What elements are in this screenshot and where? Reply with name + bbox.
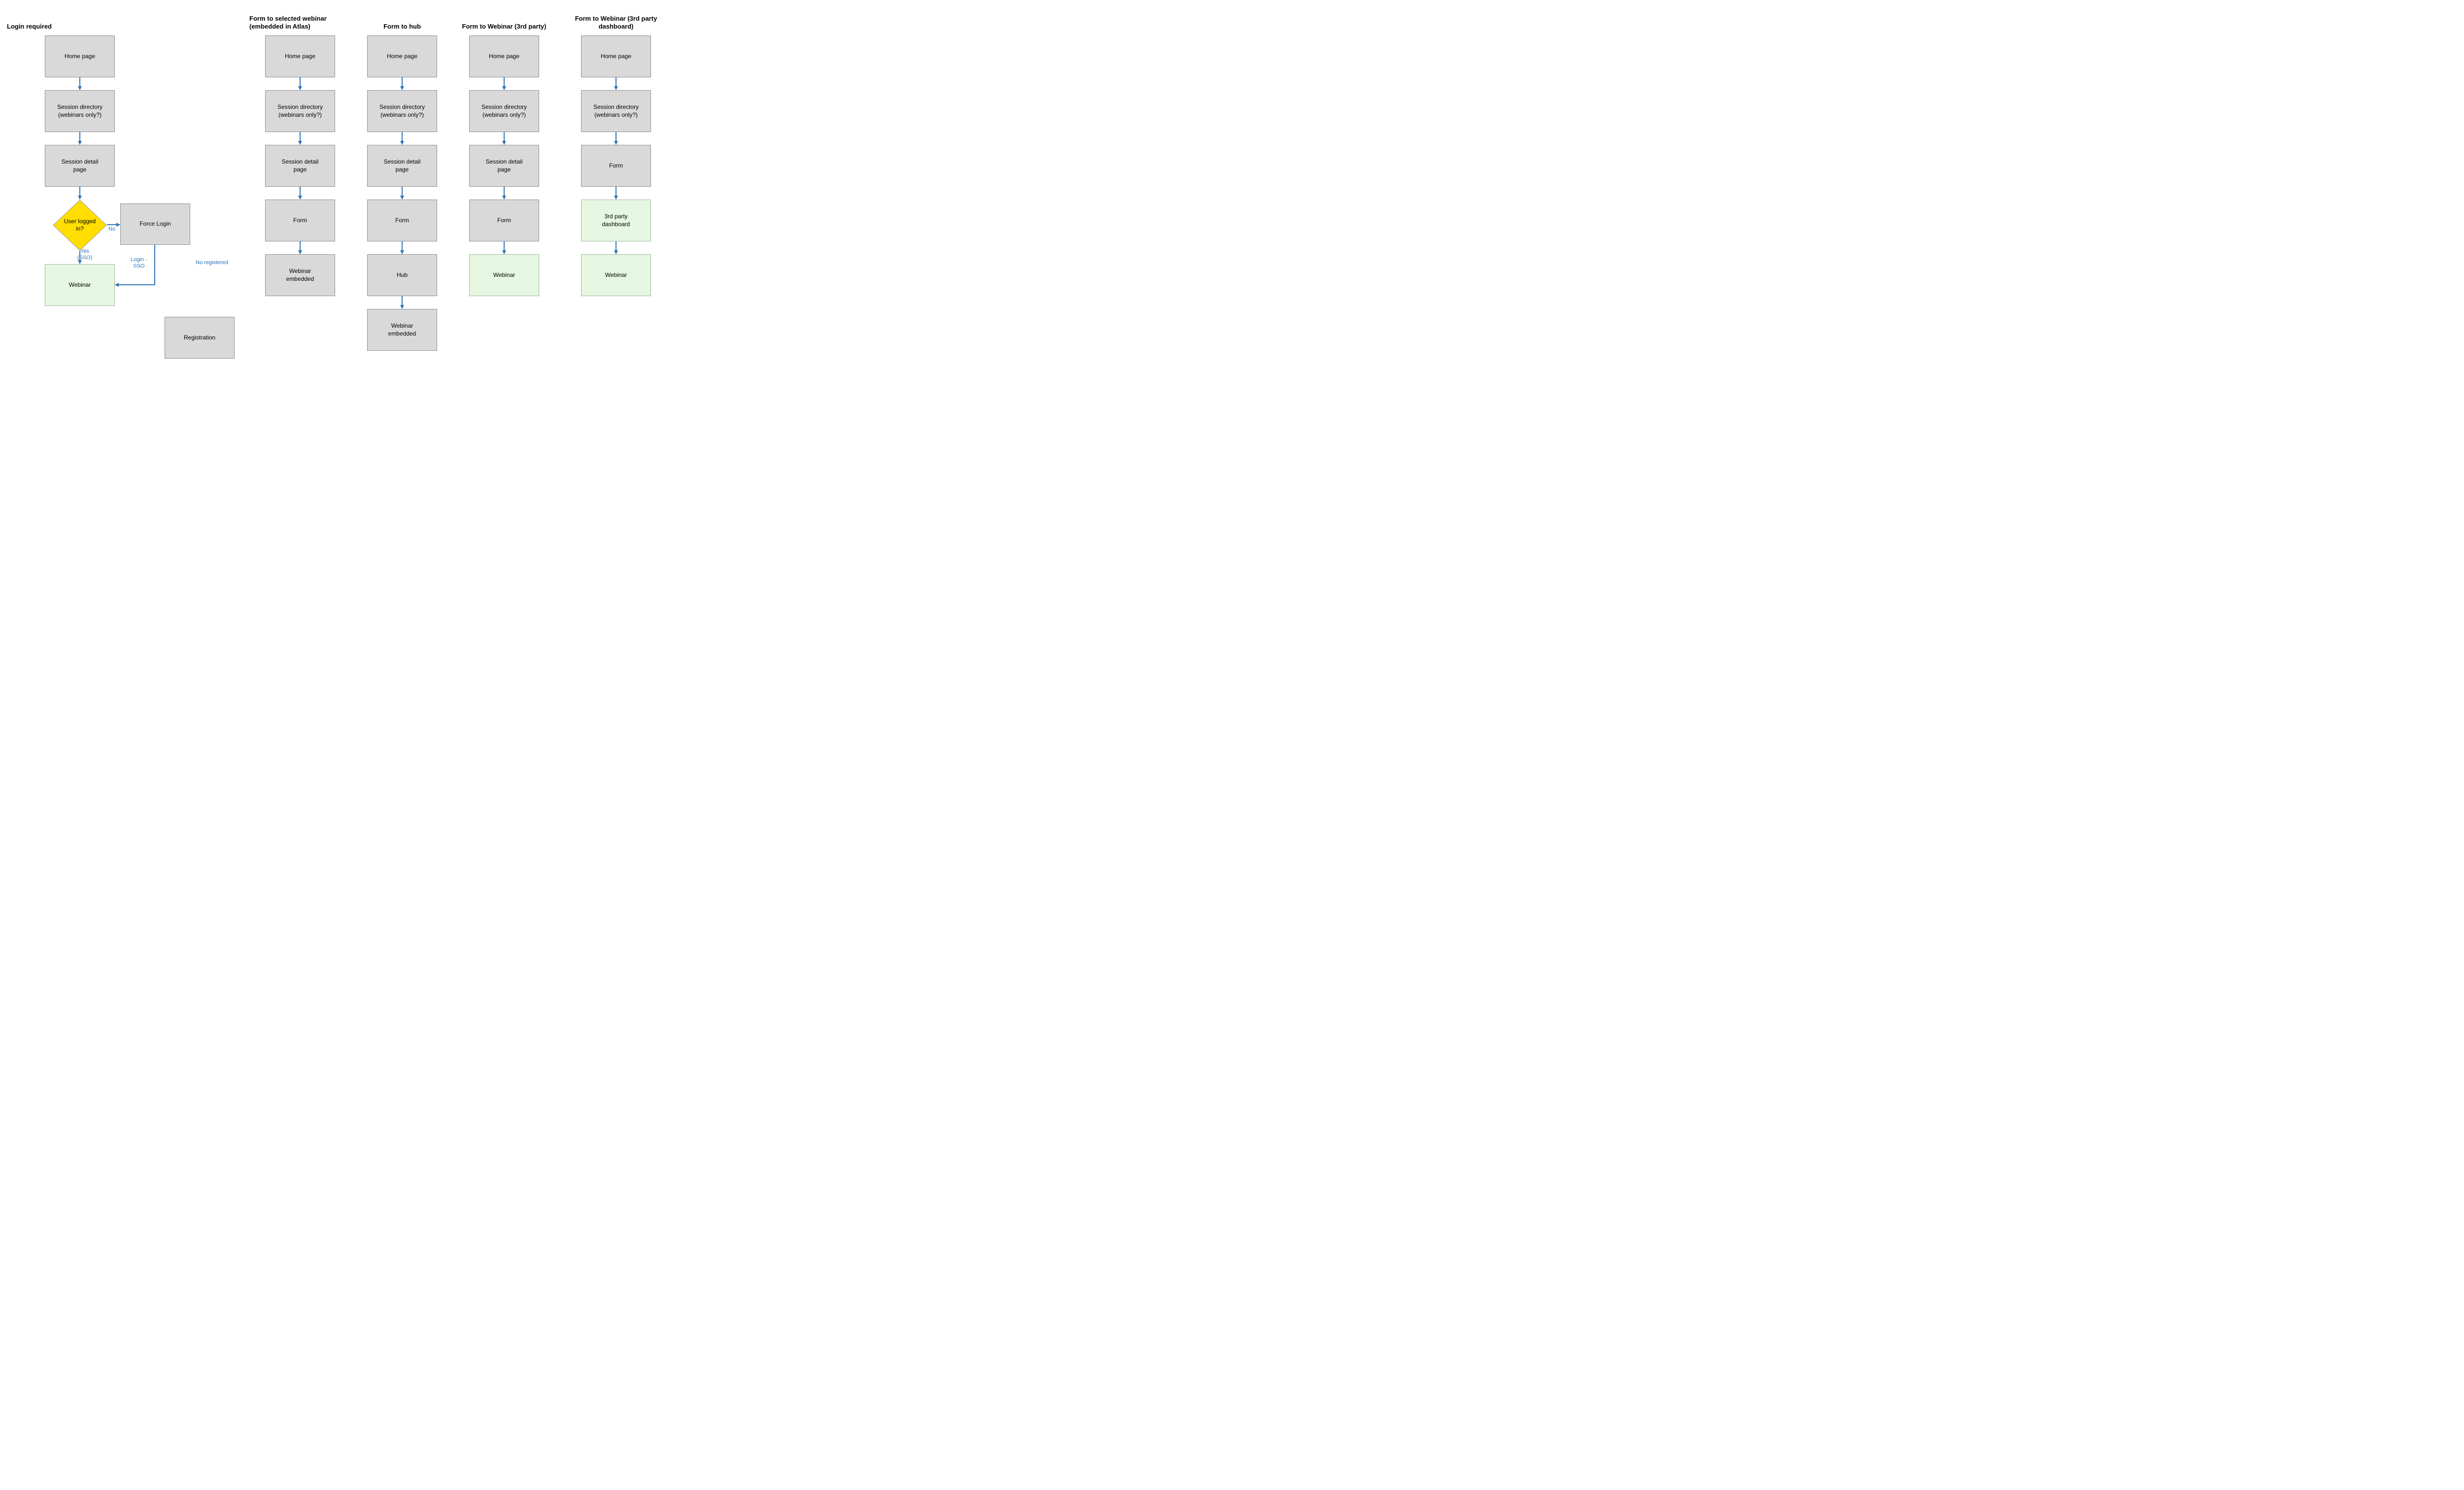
node-label: Webinar (68, 281, 91, 288)
node-label: Home page (386, 52, 418, 60)
node-c5-form: Form (581, 145, 651, 187)
node-label: Session directory (webinars only?) (277, 103, 323, 118)
node-c2-form: Form (265, 200, 335, 241)
edge-label-login-sso: Login - SSO (131, 257, 147, 269)
node-c2-session-directory: Session directory (webinars only?) (265, 90, 335, 132)
decision-user-logged-in: User logged in? (53, 200, 107, 251)
node-c1-registration: Registration (165, 317, 235, 359)
node-label: Session detail page (61, 158, 99, 173)
node-c1-session-directory: Session directory (webinars only?) (45, 90, 115, 132)
node-label: Form (609, 162, 623, 169)
node-label: Session detail page (281, 158, 319, 173)
node-label: Session directory (webinars only?) (481, 103, 527, 118)
node-c3-hub: Hub (367, 254, 437, 296)
node-label: Webinar embedded (286, 267, 314, 282)
node-c4-home-page: Home page (469, 35, 539, 77)
column-title-login-required: Login required (7, 23, 52, 30)
node-c5-webinar: Webinar (581, 254, 651, 296)
node-label: Force Login (139, 220, 171, 228)
node-label: Home page (64, 52, 96, 60)
edge-label-no: No (108, 226, 116, 232)
column-title-form-to-selected-webinar: Form to selected webinar (embedded in At… (249, 15, 327, 30)
column-title-form-to-webinar-3rd-party-dashboard: Form to Webinar (3rd party dashboard) (575, 15, 657, 30)
node-c4-session-detail-page: Session detail page (469, 145, 539, 187)
node-label: Session detail page (485, 158, 523, 173)
edge-label-no-registered: No registered (196, 260, 229, 266)
node-label: Session detail page (383, 158, 421, 173)
edge-label-yes-sso: Yes (SSO) (77, 248, 93, 261)
decision-label: User logged in? (64, 218, 96, 232)
node-label: Form (293, 216, 307, 224)
node-c1-force-login: Force Login (120, 203, 190, 245)
node-label: Session directory (webinars only?) (593, 103, 639, 118)
decision-diamond-shape (53, 200, 107, 251)
node-label: Form (497, 216, 511, 224)
node-c5-session-directory: Session directory (webinars only?) (581, 90, 651, 132)
node-label: Form (395, 216, 409, 224)
node-label: Hub (396, 271, 408, 278)
column-title-form-to-hub: Form to hub (383, 23, 421, 30)
node-label: Home page (488, 52, 520, 60)
node-c3-form: Form (367, 200, 437, 241)
node-c4-form: Form (469, 200, 539, 241)
node-c3-session-directory: Session directory (webinars only?) (367, 90, 437, 132)
node-label: Registration (183, 334, 216, 341)
node-c3-session-detail-page: Session detail page (367, 145, 437, 187)
node-label: 3rd party dashboard (602, 212, 630, 228)
node-c4-session-directory: Session directory (webinars only?) (469, 90, 539, 132)
node-c5-3rd-party-dashboard: 3rd party dashboard (581, 200, 651, 241)
node-c2-home-page: Home page (265, 35, 335, 77)
flowchart-canvas: Login required Form to selected webinar … (0, 0, 773, 394)
node-label: Session directory (webinars only?) (57, 103, 103, 118)
node-label: Webinar (493, 271, 515, 278)
node-c4-webinar: Webinar (469, 254, 539, 296)
node-label: Home page (284, 52, 316, 60)
node-c2-session-detail-page: Session detail page (265, 145, 335, 187)
node-c1-session-detail-page: Session detail page (45, 145, 115, 187)
node-label: Home page (600, 52, 632, 60)
node-label: Webinar embedded (388, 322, 416, 337)
node-c1-webinar: Webinar (45, 264, 115, 306)
column-title-form-to-webinar-3rd-party: Form to Webinar (3rd party) (462, 23, 547, 30)
node-c1-home-page: Home page (45, 35, 115, 77)
node-c5-home-page: Home page (581, 35, 651, 77)
node-c3-home-page: Home page (367, 35, 437, 77)
node-label: Session directory (webinars only?) (379, 103, 425, 118)
node-label: Webinar (605, 271, 627, 278)
node-c3-webinar-embedded: Webinar embedded (367, 309, 437, 351)
node-c2-webinar-embedded: Webinar embedded (265, 254, 335, 296)
